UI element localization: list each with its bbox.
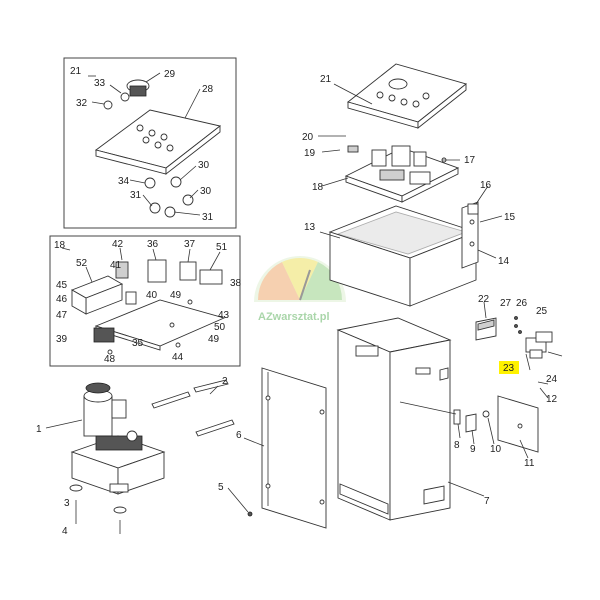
callout-49-lower: 49	[208, 334, 220, 345]
callout-44: 44	[172, 352, 184, 363]
callout-27: 27	[500, 298, 512, 309]
watermark-logo: AZwarsztat.pl	[254, 256, 346, 323]
door-panel-drawing	[261, 367, 327, 529]
callout-16: 16	[480, 180, 492, 191]
callout-36: 36	[147, 239, 159, 250]
callout-37: 37	[184, 239, 196, 250]
callout-21-main: 21	[320, 74, 332, 85]
callout-34: 34	[118, 176, 130, 187]
top-cover-drawing	[328, 205, 478, 307]
callout-18-main: 18	[312, 182, 324, 193]
callout-38: 38	[230, 278, 242, 289]
callout-45: 45	[56, 280, 68, 291]
callout-46: 46	[56, 294, 68, 305]
callout-31-right: 31	[202, 212, 214, 223]
callout-18-inset: 18	[54, 240, 66, 251]
relay-board-drawing	[344, 145, 460, 203]
callout-25: 25	[536, 306, 548, 317]
leader-lines	[45, 83, 549, 513]
main-control-panel-drawing	[347, 63, 467, 129]
inset-control-panel-drawing	[88, 72, 222, 218]
bracket-22-drawing	[475, 317, 497, 341]
callout-5: 5	[218, 482, 224, 493]
callout-labels: 21 33 29 32 28 30 34 30 31 31 18 42 36 3…	[36, 66, 558, 537]
callout-2: 2	[222, 376, 228, 387]
feet-and-screws-drawing	[69, 484, 253, 534]
motor-pump-unit-drawing	[70, 382, 166, 495]
callout-6: 6	[236, 430, 242, 441]
callout-20: 20	[302, 132, 314, 143]
callout-28: 28	[202, 84, 214, 95]
callout-29: 29	[164, 69, 176, 80]
callout-22: 22	[478, 294, 490, 305]
connector-block-drawing	[514, 316, 563, 359]
callout-49-upper: 49	[170, 290, 182, 301]
callout-14: 14	[498, 256, 510, 267]
hinge-parts-drawing	[399, 401, 490, 433]
callout-4: 4	[62, 526, 68, 537]
callout-39: 39	[56, 334, 68, 345]
callout-3: 3	[64, 498, 70, 509]
main-cabinet-drawing	[336, 317, 452, 521]
callout-31-left: 31	[130, 190, 142, 201]
callout-10: 10	[490, 444, 502, 455]
callout-8: 8	[454, 440, 460, 451]
callout-33: 33	[94, 78, 106, 89]
callout-1: 1	[36, 424, 42, 435]
side-panel-drawing	[497, 395, 539, 453]
mounting-bars-drawing	[151, 379, 235, 437]
callout-40: 40	[146, 290, 158, 301]
callout-9: 9	[470, 444, 476, 455]
callout-13: 13	[304, 222, 316, 233]
callout-7: 7	[484, 496, 490, 507]
callout-11: 11	[524, 458, 535, 469]
callout-26: 26	[516, 298, 528, 309]
callout-15: 15	[504, 212, 516, 223]
inset-frame-control-panel	[63, 57, 237, 229]
callout-17: 17	[464, 155, 476, 166]
callout-47: 47	[56, 310, 68, 321]
callout-30-lower: 30	[200, 186, 212, 197]
inset-electrical-board-drawing	[61, 247, 226, 355]
callout-30-upper: 30	[198, 160, 210, 171]
callout-21-inset: 21	[70, 66, 82, 77]
highlight-callout-23	[499, 361, 519, 374]
watermark-text: AZwarsztat.pl	[258, 311, 330, 323]
callout-35: 35	[132, 338, 144, 349]
callout-19: 19	[304, 148, 316, 159]
callout-12: 12	[546, 394, 558, 405]
callout-43: 43	[218, 310, 230, 321]
side-bracket-drawing	[461, 201, 479, 269]
callout-52: 52	[76, 258, 88, 269]
callout-41: 41	[110, 260, 122, 271]
callout-42: 42	[112, 239, 124, 250]
callout-23: 23	[503, 363, 515, 374]
callout-24: 24	[546, 374, 558, 385]
callout-51: 51	[216, 242, 228, 253]
callout-48: 48	[104, 354, 116, 365]
callout-32: 32	[76, 98, 88, 109]
callout-50: 50	[214, 322, 226, 333]
inset-frame-electrical-board	[49, 235, 241, 367]
